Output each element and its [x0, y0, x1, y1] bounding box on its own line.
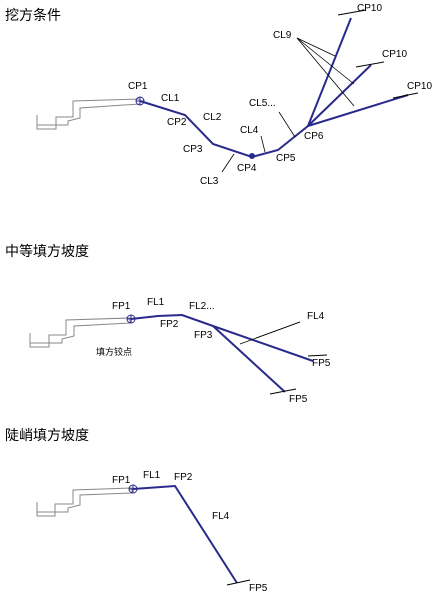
panel1-label-cl1: CL1	[161, 93, 180, 104]
panel1-label-cl5: CL5...	[249, 98, 276, 109]
panel3-label-fp5: FP5	[249, 583, 268, 594]
panel2-label-fp5a: FP5	[312, 358, 331, 369]
panel1-slope-2	[307, 64, 372, 127]
panel1-label-cp3: CP3	[183, 144, 203, 155]
panel3-title: 陡峭填方坡度	[5, 428, 89, 444]
panel1-cl9-leader-3	[296, 37, 355, 107]
panel2-label-hinge: 填方铰点	[96, 346, 132, 358]
panel1-title: 挖方条件	[5, 7, 61, 24]
panel2-label-fp5b: FP5	[289, 394, 308, 405]
panel2-label-fl1: FL1	[147, 297, 165, 308]
panel2-title: 中等填方坡度	[5, 243, 89, 260]
panel2-label-fl4: FL4	[307, 311, 325, 322]
panel1-label-cp1: CP1	[128, 81, 148, 92]
panel1-tick-2	[355, 61, 385, 68]
panel2-label-fp3: FP3	[194, 330, 213, 341]
panel1-label-cl2: CL2	[203, 112, 222, 123]
panel1-cl9-leader-2	[296, 37, 355, 85]
panel1-label-cp5: CP5	[276, 153, 296, 164]
panel1-tick-3	[392, 92, 419, 99]
panel1-road-outline	[36, 98, 141, 130]
panel3-label-fl4: FL4	[212, 511, 230, 522]
panel3-label-fl1: FL1	[143, 470, 161, 481]
panel3-road-outline	[36, 487, 133, 517]
panel2-label-fp1: FP1	[112, 301, 131, 312]
panel2-fill-profile	[130, 313, 214, 327]
panel1-label-cl4: CL4	[240, 125, 259, 136]
panel2-label-fl2: FL2...	[189, 301, 215, 312]
panel3-fill-profile	[132, 484, 238, 584]
panel2-road-outline	[29, 317, 131, 348]
panel3-tick-1	[226, 579, 251, 586]
panel1-cl5-leader	[278, 111, 296, 138]
panel3-label-fp2: FP2	[174, 472, 193, 483]
panel2-label-fp2: FP2	[160, 319, 179, 330]
panel2-slope-2	[212, 325, 286, 393]
panel1-cp4-marker	[249, 153, 255, 159]
panel2-fl4-leader-2	[255, 321, 301, 339]
panel1-cl4-leader	[260, 135, 266, 153]
panel1-label-cp2: CP2	[167, 117, 187, 128]
panel1-label-cp10b: CP10	[382, 49, 407, 60]
panel1-cl9-leader-1	[296, 37, 336, 57]
panel2-slope-1	[212, 325, 314, 362]
panel1-slope-3	[307, 94, 409, 127]
panel3-label-fp1: FP1	[112, 475, 131, 486]
panel2-tick-2	[269, 388, 297, 395]
panel1-label-cl9: CL9	[273, 30, 292, 41]
panel1-slope-1	[307, 17, 352, 127]
panel1-label-cp4: CP4	[237, 163, 257, 174]
panel1-label-cp6: CP6	[304, 131, 324, 142]
panel1-tick-1	[337, 9, 367, 16]
panel2-tick-1	[307, 354, 328, 357]
panel1-label-cp10a: CP10	[357, 3, 382, 14]
panel1-label-cp10c: CP10	[407, 81, 432, 92]
panel1-cl3-leader	[221, 153, 235, 173]
panel1-label-cl3: CL3	[200, 176, 219, 187]
panel1-cut-profile	[139, 100, 309, 159]
